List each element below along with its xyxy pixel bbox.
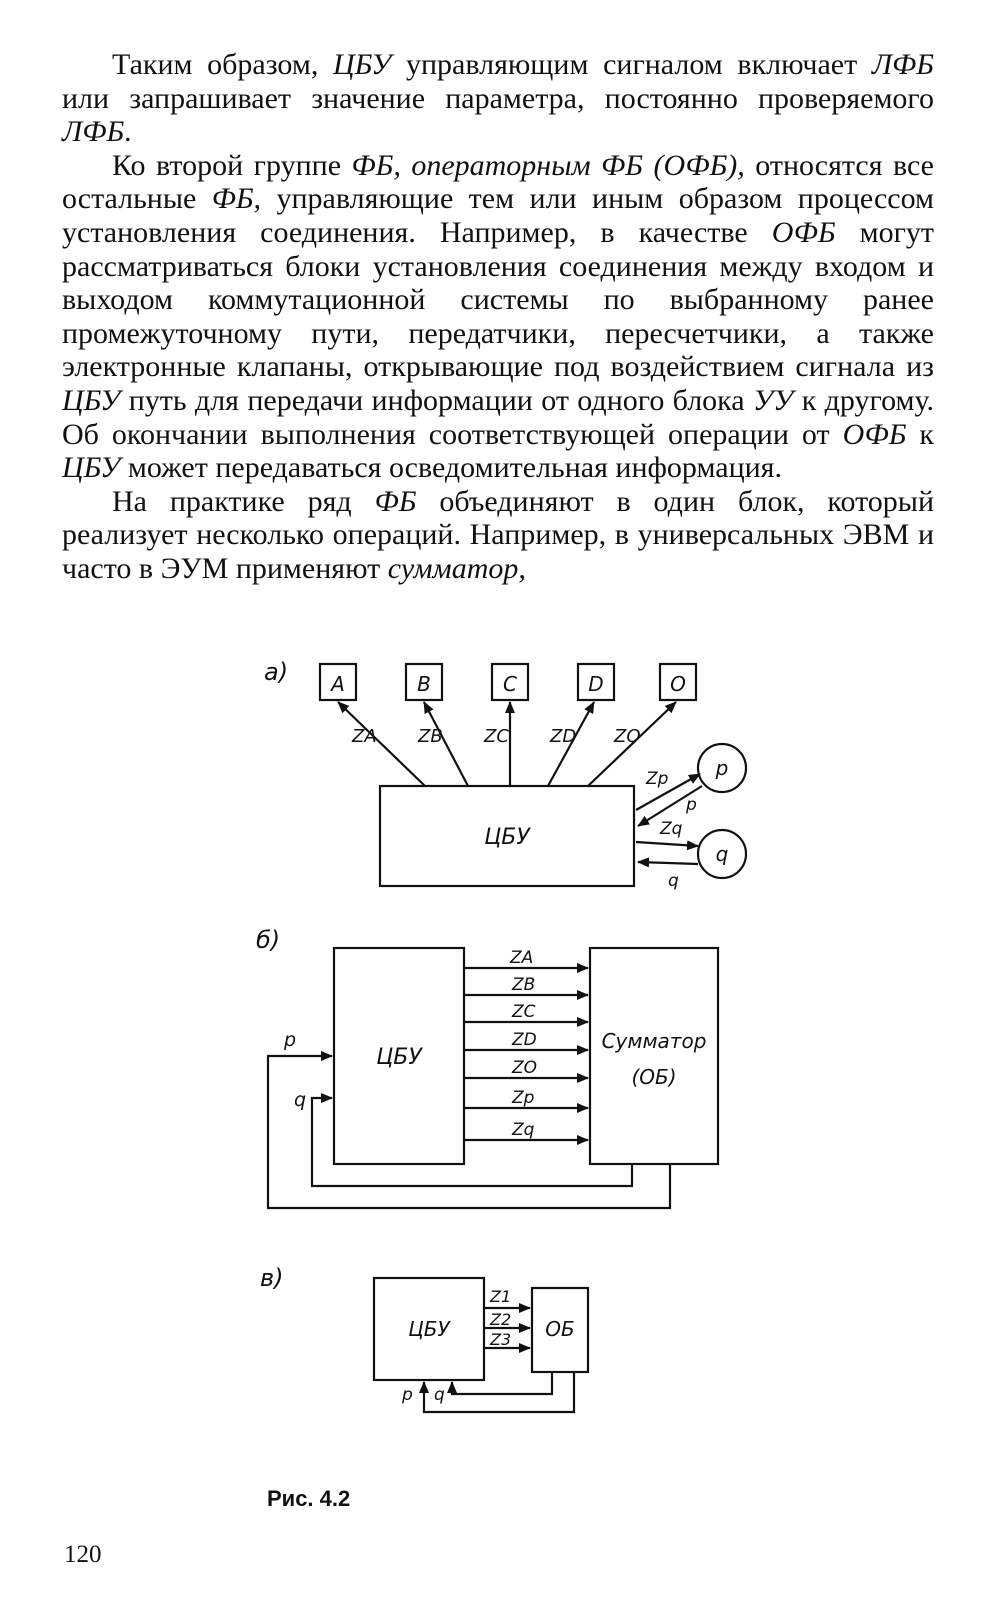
text-run: к другому. Об окончании выполнения соотв… xyxy=(62,383,934,451)
arrow-zd xyxy=(547,701,595,787)
signal-z1-label: Z1 xyxy=(489,1287,511,1306)
signal-b-zd-label: ZD xyxy=(511,1030,537,1050)
signal-b-zb-label: ZB xyxy=(511,975,535,995)
adder-sublabel: (ОБ) xyxy=(631,1065,676,1089)
circle-p xyxy=(696,742,748,794)
arrow-p-return xyxy=(637,785,703,827)
signal-b-zq-label: Zq xyxy=(511,1120,535,1140)
text-run: к xyxy=(906,417,934,451)
block-c-label: C xyxy=(503,672,517,696)
italic-term: ФБ xyxy=(374,484,417,518)
cbu-label-b: ЦБУ xyxy=(376,1045,423,1070)
q-in-label-c: q xyxy=(434,1385,445,1405)
italic-term: ЦБУ xyxy=(62,383,121,417)
italic-term: ОФБ xyxy=(771,215,836,249)
block-c xyxy=(490,662,530,702)
arrow-zq xyxy=(635,840,699,851)
adder-label: Сумматор xyxy=(602,1029,707,1053)
text-run: Таким образом, xyxy=(112,48,333,81)
q-return-label: q xyxy=(668,871,679,891)
text-run: путь для передачи информации от одного б… xyxy=(120,383,753,417)
cbu-label-c: ЦБУ xyxy=(408,1317,451,1341)
block-a xyxy=(318,662,358,702)
figure-4-2: а) A B C D O ZA ZB ZC ZD ZO ЦБУ p q Zp p… xyxy=(0,650,994,1550)
diagram-b-label: б) xyxy=(256,926,280,954)
block-d-label: D xyxy=(588,672,603,696)
p-in-label-b: p xyxy=(283,1029,296,1051)
signal-b-zo-label: ZO xyxy=(511,1058,537,1078)
block-b-label: B xyxy=(417,672,431,696)
italic-term: ФБ, xyxy=(211,182,262,216)
arrow-zo xyxy=(587,701,677,787)
p-return-label: p xyxy=(685,795,697,815)
block-a-label: A xyxy=(329,672,345,696)
feedback-line-p xyxy=(266,1051,672,1210)
adder-block xyxy=(588,946,720,1166)
signal-b-zc-label: ZC xyxy=(511,1002,536,1022)
text-run: На практике ряд xyxy=(112,484,375,518)
text-run: могут рассматриваться блоки установления… xyxy=(62,215,934,384)
cbu-label-a: ЦБУ xyxy=(484,825,531,850)
p-in-label-c: p xyxy=(401,1385,413,1405)
text-run: объединяют в один блок, который реализуе… xyxy=(62,484,934,585)
text-run: . xyxy=(124,115,132,149)
feedback-line-q xyxy=(310,1093,634,1188)
italic-term: ФБ, операторным ФБ (ОФБ), xyxy=(351,148,745,182)
text-run: управляющие тем или иным образом процесс… xyxy=(62,182,934,249)
body-text: Таким образом, ЦБУ управляющим сигналом … xyxy=(62,48,934,586)
italic-term: ЦБУ xyxy=(332,48,392,81)
q-in-label-b: q xyxy=(294,1089,306,1111)
cbu-block-b xyxy=(332,946,466,1166)
signal-z2-label: Z2 xyxy=(489,1310,511,1329)
text-run: относятся все остальные xyxy=(62,148,934,216)
signal-zq-label: Zq xyxy=(659,819,683,839)
signal-zo-label: ZO xyxy=(613,726,641,747)
signal-z3-label: Z3 xyxy=(489,1330,511,1349)
block-o xyxy=(658,662,698,702)
feedback-line-c-p xyxy=(419,1372,576,1414)
cbu-block-a xyxy=(378,784,636,888)
signal-b-zp-label: Zp xyxy=(511,1088,535,1108)
signal-zd-label: ZD xyxy=(549,726,576,747)
italic-term: сумматор, xyxy=(387,551,526,585)
ob-block xyxy=(530,1286,590,1374)
signal-zc-label: ZC xyxy=(483,726,509,747)
signal-zp-label: Zp xyxy=(645,769,669,789)
italic-term: ОФБ xyxy=(842,417,907,451)
block-o-label: O xyxy=(670,672,686,696)
diagram-a-label: а) xyxy=(264,658,288,686)
arrow-zb xyxy=(423,701,469,787)
text-run: может передаваться осведомительная инфор… xyxy=(120,451,782,485)
paragraph-1: Таким образом, ЦБУ управляющим сигналом … xyxy=(62,48,934,149)
text-run: Ко второй группе xyxy=(112,148,352,182)
arrow-zp xyxy=(635,773,701,811)
arrow-q-return xyxy=(637,857,699,868)
circle-q xyxy=(696,828,748,880)
figure-caption: Рис. 4.2 xyxy=(267,1486,351,1511)
signal-za-label: ZA xyxy=(351,726,377,747)
paragraph-3: На практике ряд ФБ объединяют в один бло… xyxy=(62,485,934,586)
circle-p-label: p xyxy=(715,756,729,780)
page-number: 120 xyxy=(64,1541,102,1568)
arrow-za xyxy=(337,701,426,787)
italic-term: ЛФБ xyxy=(62,115,125,149)
italic-term: ЛФБ xyxy=(871,48,934,81)
block-d xyxy=(576,662,616,702)
italic-term: УУ xyxy=(752,383,794,417)
feedback-line-c-q xyxy=(447,1372,554,1396)
diagram-c-label: в) xyxy=(260,1264,284,1292)
circle-q-label: q xyxy=(716,842,729,866)
text-run: или запрашивает значение параметра, пост… xyxy=(62,81,934,115)
signal-zb-label: ZB xyxy=(417,726,443,747)
paragraph-2: Ко второй группе ФБ, операторным ФБ (ОФБ… xyxy=(62,149,934,485)
ob-label: ОБ xyxy=(545,1317,574,1341)
italic-term: ЦБУ xyxy=(62,451,121,485)
text-run: управляющим сигналом включает xyxy=(391,48,872,81)
block-b xyxy=(404,662,444,702)
signal-b-za-label: ZA xyxy=(509,948,533,968)
